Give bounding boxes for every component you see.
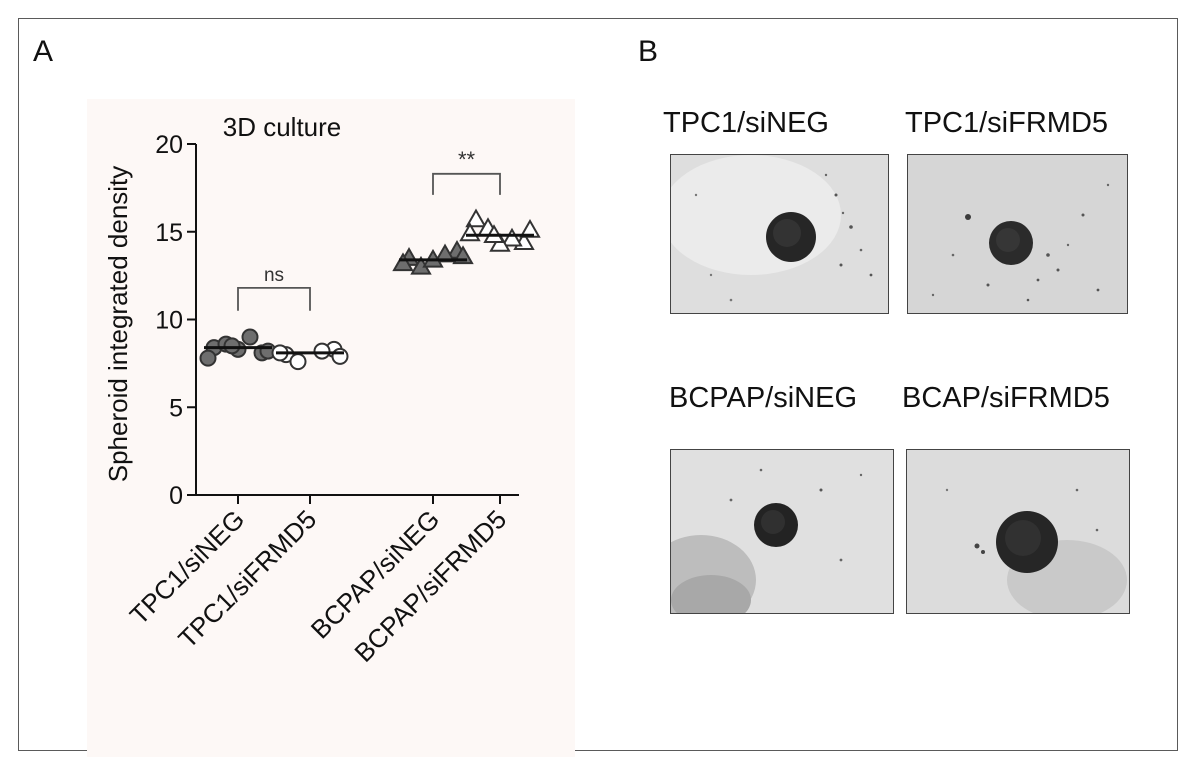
y-axis-label: Spheroid integrated density [103,166,133,483]
spheroid-density-chart: 3D culture Spheroid integrated density 0… [103,112,541,668]
chart-title: 3D culture [223,112,342,142]
panel-b-letter: B [638,35,659,68]
data-point [313,342,331,360]
data-point [501,227,523,247]
data-point [392,252,414,272]
y-tick-label: 5 [169,394,183,422]
significance-label: ns [264,265,284,286]
y-tick-label: 15 [155,219,183,247]
data-point [289,353,307,371]
data-point [241,328,259,346]
data-point [331,347,349,365]
photo-label-tpc1-sineg: TPC1/siNEG [663,107,829,139]
significance-bracket [237,287,311,311]
y-tick-label: 0 [169,482,183,510]
data-point [223,337,241,355]
figure-frame: A 3D culture Spheroid integrated density… [18,18,1178,757]
significance-bracket [432,172,501,195]
y-tick-label: 20 [155,131,183,159]
panel-a-plot-background [87,99,575,757]
data-point [199,349,217,367]
significance-label: ** [458,147,476,172]
data-point [465,208,487,228]
photo-label-tpc1-sifrmd5: TPC1/siFRMD5 [905,107,1109,139]
photo-label-bcpap-sineg: BCPAP/siNEG [669,382,858,414]
spheroid-photo-tpc1-sifrmd5 [907,154,1128,314]
spheroid-photo-bcap-sifrmd5 [906,449,1130,614]
photo-label-bcap-sifrmd5: BCAP/siFRMD5 [902,382,1110,414]
spheroid-photo-tpc1-sineg [670,154,889,314]
spheroid-photo-bcpap-sineg [670,449,894,614]
panel-a-letter: A [33,35,54,68]
y-tick-label: 10 [155,307,183,335]
